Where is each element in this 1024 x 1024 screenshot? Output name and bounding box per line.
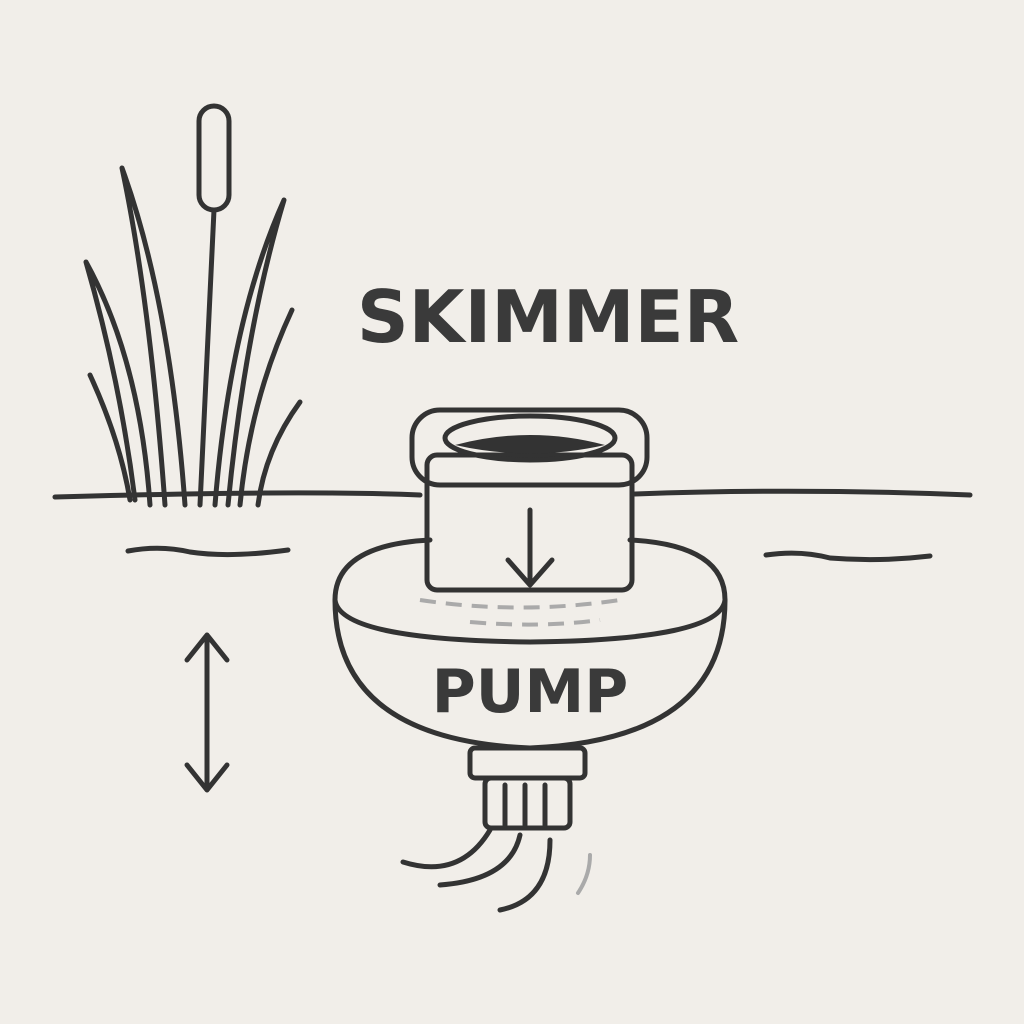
pump-outlet [400, 745, 592, 913]
skimmer-cylinder [409, 407, 650, 593]
water-line [52, 488, 973, 500]
ripple-left [125, 545, 291, 558]
pump-label: PUMP [432, 657, 628, 727]
reeds-icon [83, 103, 303, 508]
ripple-right [763, 550, 933, 563]
down-arrow-icon [505, 507, 555, 588]
skimmer-label: SKIMMER [357, 275, 739, 359]
pump-body: PUMP [332, 537, 728, 751]
double-arrow-icon [184, 632, 230, 793]
